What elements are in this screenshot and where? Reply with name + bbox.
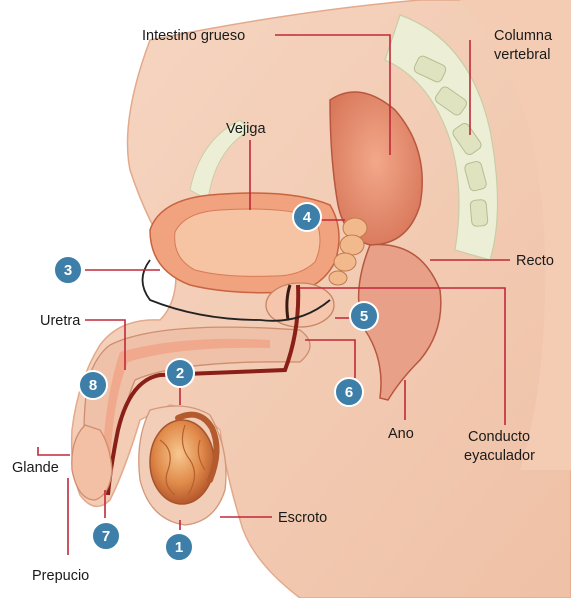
label-intestino-grueso: Intestino grueso [142,28,245,44]
label-uretra: Uretra [40,313,81,329]
label-conducto: Conducto [468,429,530,445]
label-prepucio: Prepucio [32,568,89,584]
label-escroto: Escroto [278,510,327,526]
marker-2: 2 [166,359,194,387]
label-ano: Ano [388,426,414,442]
marker-1: 1 [165,533,193,561]
marker-4-number: 4 [303,209,312,226]
label-vertebral: vertebral [494,47,550,63]
marker-5: 5 [350,302,378,330]
label-recto: Recto [516,253,554,269]
marker-8: 8 [79,371,107,399]
marker-6: 6 [335,378,363,406]
marker-3-number: 3 [64,262,72,279]
marker-2-number: 2 [176,365,184,382]
label-eyaculador: eyaculador [464,448,535,464]
label-vejiga: Vejiga [226,121,266,137]
marker-4: 4 [293,203,321,231]
marker-8-number: 8 [89,377,97,394]
marker-5-number: 5 [360,308,368,325]
marker-3: 3 [54,256,82,284]
marker-1-number: 1 [175,539,183,556]
testis [150,420,214,504]
label-columna: Columna [494,28,553,44]
marker-7: 7 [92,522,120,550]
marker-7-number: 7 [102,528,110,545]
marker-6-number: 6 [345,384,353,401]
label-glande: Glande [12,460,59,476]
